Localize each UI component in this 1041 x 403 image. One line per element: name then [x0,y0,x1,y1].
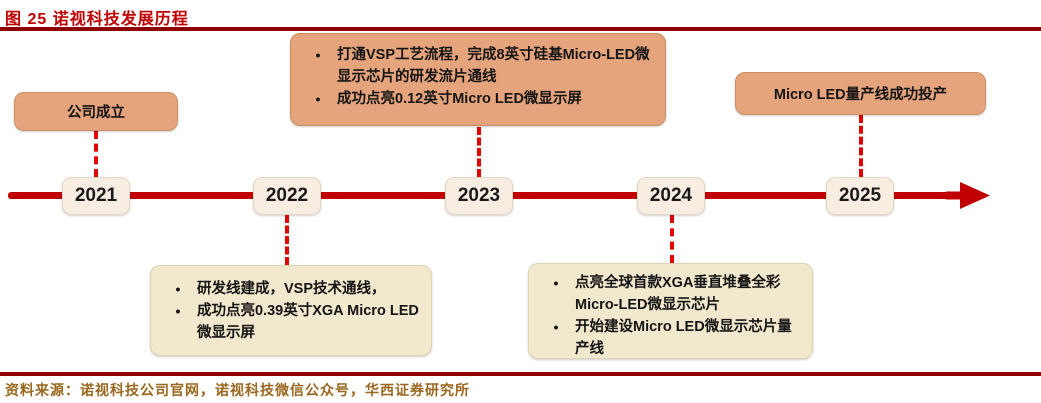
event-bullet-text: 成功点亮0.12英寸Micro LED微显示屏 [337,91,582,107]
timeline-arrow-icon [946,182,990,209]
connector-2025 [859,115,863,177]
event-callout-2025: Micro LED量产线成功投产 [735,72,986,115]
year-chip-2023: 2023 [445,177,513,215]
event-bullet-row: • 点亮全球首款XGA垂直堆叠全彩Micro-LED微显示芯片 [537,272,802,316]
figure-title: 图 25 诺视科技发展历程 [5,11,189,28]
bullet-icon: • [175,303,181,319]
event-bullet-text: 点亮全球首款XGA垂直堆叠全彩Micro-LED微显示芯片 [575,275,781,313]
year-chip-2022: 2022 [253,177,321,215]
event-bullet-row: • 开始建设Micro LED微显示芯片量产线 [537,316,802,360]
connector-2024 [670,215,674,263]
event-bullet-text: 打通VSP工艺流程，完成8英寸硅基Micro-LED微显示芯片的研发流片通线 [337,47,650,85]
bullet-icon: • [315,47,321,63]
event-bullet-text: 研发线建成，VSP技术通线， [197,281,386,297]
event-callout-2022: • 研发线建成，VSP技术通线， • 成功点亮0.39英寸XGA Micro L… [150,265,432,356]
connector-2021 [94,131,98,177]
event-bullet-text: 成功点亮0.39英寸XGA Micro LED微显示屏 [197,303,419,341]
event-bullet-text: 开始建设Micro LED微显示芯片量产线 [575,319,792,357]
event-bullet-row: • 成功点亮0.12英寸Micro LED微显示屏 [299,88,651,110]
year-chip-2024: 2024 [637,177,705,215]
event-text-2025: Micro LED量产线成功投产 [773,87,948,103]
title-divider-rule [0,27,1041,31]
event-callout-2024: • 点亮全球首款XGA垂直堆叠全彩Micro-LED微显示芯片 • 开始建设Mi… [528,263,813,359]
bullet-icon: • [553,319,559,335]
year-chip-2021: 2021 [62,177,130,215]
connector-2023 [477,127,481,177]
bullet-icon: • [175,281,181,297]
bullet-icon: • [315,91,321,107]
connector-2022 [285,215,289,265]
source-note: 资料来源：诺视科技公司官网，诺视科技微信公众号，华西证券研究所 [5,382,470,398]
year-chip-2025: 2025 [826,177,894,215]
event-bullet-row: • 研发线建成，VSP技术通线， [159,278,419,300]
bullet-icon: • [553,275,559,291]
event-text-2021: 公司成立 [67,105,125,121]
source-divider-rule [0,372,1041,376]
event-callout-2021: 公司成立 [14,92,178,131]
event-bullet-row: • 打通VSP工艺流程，完成8英寸硅基Micro-LED微显示芯片的研发流片通线 [299,44,651,88]
event-bullet-row: • 成功点亮0.39英寸XGA Micro LED微显示屏 [159,300,419,344]
event-callout-2023: • 打通VSP工艺流程，完成8英寸硅基Micro-LED微显示芯片的研发流片通线… [290,33,666,126]
